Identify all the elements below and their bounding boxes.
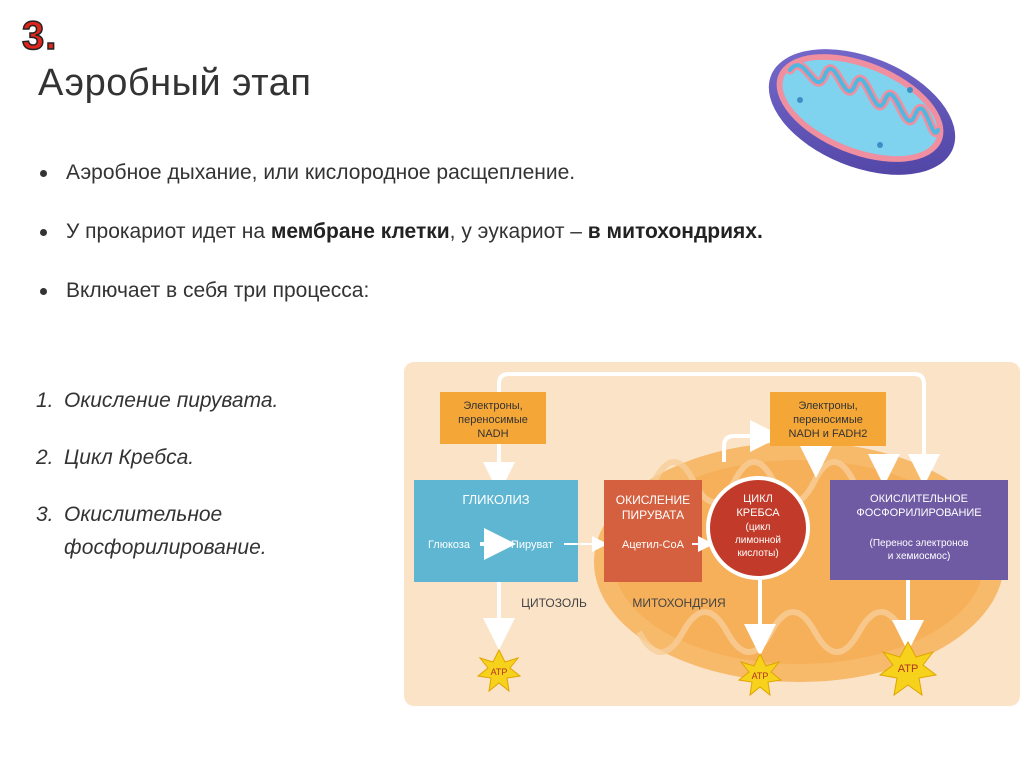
pyruvate-oxidation-title-1: ОКИСЛЕНИЕ	[616, 493, 690, 507]
krebs-line-3: (цикл	[746, 522, 771, 533]
nadh-left-line-3: NADH	[477, 428, 508, 440]
nadh-left-line-2: переносимые	[458, 414, 528, 426]
slide-title: Аэробный этап	[38, 62, 312, 104]
respiration-diagram: Электроны, переносимые NADH Электроны, п…	[404, 362, 1020, 706]
process-item: 1. Окисление пирувата.	[36, 384, 354, 417]
process-text: Цикл Кребса.	[64, 446, 195, 469]
krebs-cycle-circle	[706, 476, 810, 580]
bullet-item: Аэробное дыхание, или кислородное расщеп…	[36, 160, 763, 186]
bullet-item: У прокариот идет на мембране клетки, у э…	[36, 219, 763, 245]
acetyl-coa-label: Ацетил-СоА	[622, 539, 685, 551]
bullet-text: Включает в себя три процесса:	[66, 279, 370, 302]
bullet-list: Аэробное дыхание, или кислородное расщеп…	[36, 160, 763, 337]
krebs-line-1: ЦИКЛ	[743, 493, 773, 505]
oxphos-box	[830, 480, 1008, 580]
oxphos-sub-2: и хемиосмос)	[888, 551, 951, 562]
process-number: 1.	[36, 389, 54, 412]
oxphos-title-2: ФОСФОРИЛИРОВАНИЕ	[856, 507, 981, 519]
oxphos-title-1: ОКИСЛИТЕЛЬНОЕ	[870, 493, 968, 505]
slide-number: 3.	[21, 13, 58, 59]
nadh-box-right	[770, 392, 886, 446]
pyruvate-oxidation-box	[604, 480, 702, 582]
atp-label: ATP	[752, 671, 769, 681]
atp-star-2: ATP	[737, 652, 783, 697]
process-text: Окисление пирувата.	[64, 389, 279, 412]
atp-label: ATP	[898, 663, 919, 675]
pyruvate-label: Пируват	[511, 539, 553, 551]
bullet-bold-text: в митохондриях.	[587, 220, 763, 243]
nadh-right-line-1: Электроны,	[798, 400, 857, 412]
oxphos-sub-1: (Перенос электронов	[870, 538, 969, 549]
cytosol-label: ЦИТОЗОЛЬ	[521, 596, 587, 610]
bullet-text: У прокариот идет на	[66, 220, 271, 243]
process-list: 1. Окисление пирувата. 2. Цикл Кребса. 3…	[36, 384, 354, 588]
nadh-box-left	[440, 392, 546, 444]
nadh-right-line-2: переносимые	[793, 414, 863, 426]
glycolysis-title: ГЛИКОЛИЗ	[462, 492, 529, 507]
krebs-line-5: кислоты)	[737, 548, 778, 559]
bullet-item: Включает в себя три процесса:	[36, 278, 763, 304]
pyruvate-oxidation-title-2: ПИРУВАТА	[622, 508, 684, 522]
glucose-label: Глюкоза	[428, 539, 471, 551]
atp-star-3: ATP	[878, 640, 938, 697]
mitochondria-label: МИТОХОНДРИЯ	[632, 596, 725, 610]
bullet-text: , у эукариот –	[449, 220, 588, 243]
bullet-text: Аэробное дыхание, или кислородное расщеп…	[66, 161, 576, 184]
process-number: 3.	[36, 503, 54, 526]
krebs-line-2: КРЕБСА	[736, 507, 780, 519]
nadh-right-line-3: NADH и FADH2	[789, 428, 868, 440]
krebs-line-4: лимонной	[735, 535, 781, 546]
nadh-left-line-1: Электроны,	[463, 400, 522, 412]
process-number: 2.	[36, 446, 54, 469]
atp-label: ATP	[491, 667, 508, 677]
process-item: 2. Цикл Кребса.	[36, 441, 354, 474]
process-item: 3. Окислительное фосфорилирование.	[36, 498, 354, 564]
mitochondrion-illustration	[768, 49, 956, 175]
atp-star-1: ATP	[476, 648, 522, 693]
process-text: Окислительное фосфорилирование.	[64, 503, 267, 559]
bullet-bold-text: мембране клетки	[270, 220, 450, 243]
